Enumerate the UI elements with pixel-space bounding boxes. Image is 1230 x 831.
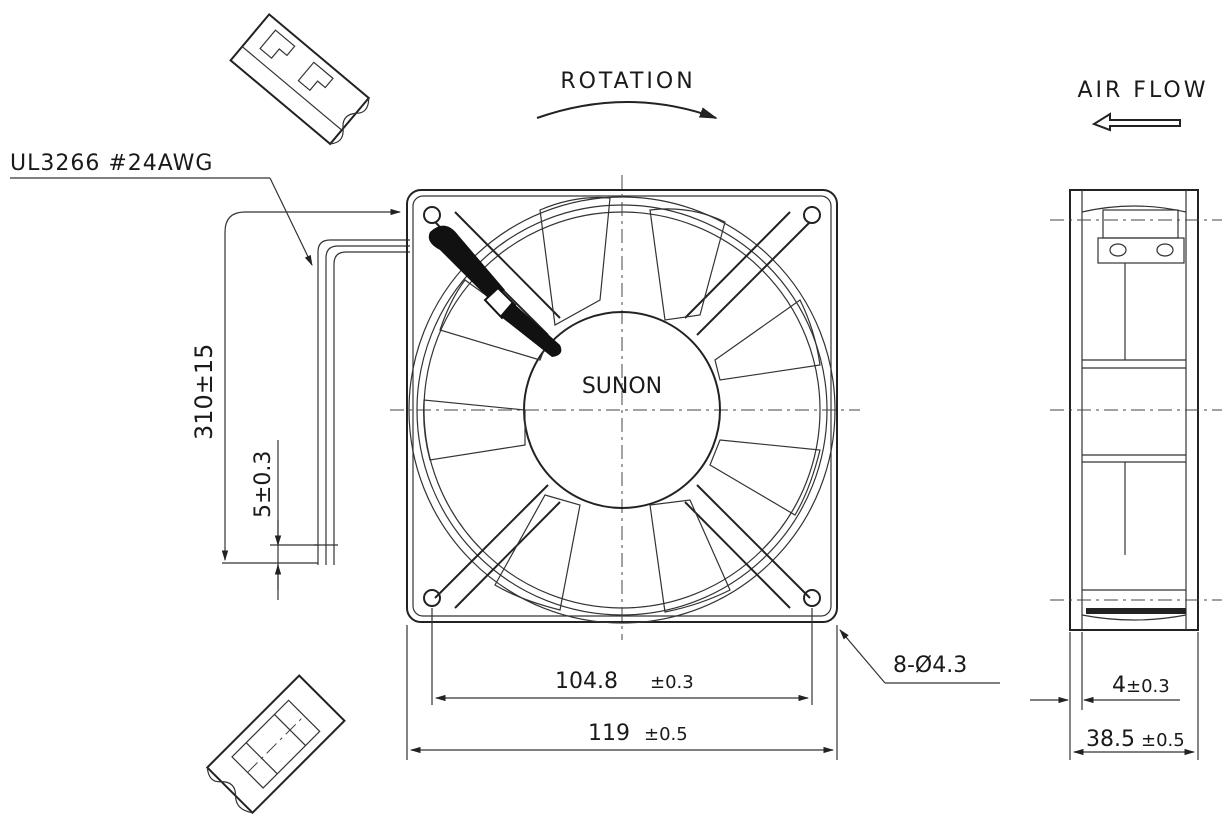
connector-detail-top [229, 12, 371, 146]
air-flow-label: AIR FLOW [1077, 78, 1208, 103]
connector-detail-bottom [205, 674, 346, 815]
fan-side-view [1050, 189, 1222, 631]
lead-length-label: 310±15 [190, 344, 218, 440]
fan-front-view: SUNON [390, 175, 860, 640]
rotation-label: ROTATION [560, 69, 695, 94]
hole-spacing-dimension: 104.8 ±0.3 [431, 608, 813, 705]
frame-size-value: 119 [588, 721, 630, 746]
depth-tolerance: ±0.5 [1141, 730, 1185, 751]
strip-length-label: 5±0.3 [251, 451, 276, 518]
holes-callout: 8-Ø4.3 [839, 629, 1000, 684]
flange-value: 4 [1112, 673, 1126, 698]
hole-spacing-value: 104.8 [555, 669, 618, 694]
airflow-indicator: AIR FLOW [1077, 78, 1208, 132]
wire-spec-label: UL3266 #24AWG [10, 151, 213, 176]
holes-label: 8-Ø4.3 [893, 653, 967, 678]
flange-tolerance: ±0.3 [1126, 676, 1170, 697]
frame-size-dimension: 119 ±0.5 [406, 625, 838, 760]
wire-spec-callout: UL3266 #24AWG [10, 151, 313, 266]
lead-length-dimension: 310±15 [190, 208, 402, 564]
rotation-indicator: ROTATION [536, 69, 718, 119]
strip-length-dimension: 5±0.3 [251, 440, 318, 600]
brand-label: SUNON [582, 374, 662, 399]
frame-size-tolerance: ±0.5 [644, 724, 688, 745]
depth-value: 38.5 [1086, 727, 1135, 752]
depth-dimension: 38.5 ±0.5 [1072, 632, 1199, 760]
lead-wires [314, 239, 410, 565]
cable-sleeve [428, 225, 562, 357]
flange-dimension: 4 ±0.3 [1030, 632, 1180, 760]
hole-spacing-tolerance: ±0.3 [650, 672, 694, 693]
